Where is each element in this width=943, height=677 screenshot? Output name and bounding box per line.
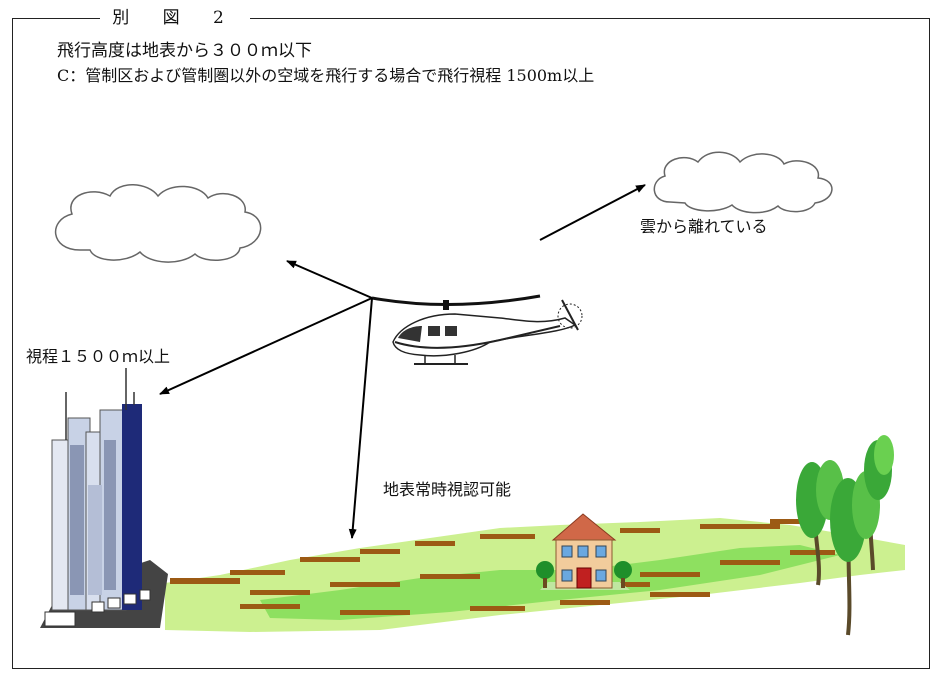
figure-heading: 飛行高度は地表から３００ｍ以下 xyxy=(57,41,312,61)
arrow-to-left-cloud xyxy=(286,260,373,299)
trees xyxy=(796,435,894,636)
figure-subheading: C：管制区および管制圏以外の空域を飛行する場合で飛行視程 1500m以上 xyxy=(57,66,595,85)
arrows xyxy=(159,184,646,539)
left-cloud xyxy=(55,184,262,263)
house xyxy=(536,513,632,590)
right-cloud xyxy=(653,151,833,214)
arrow-to-ground xyxy=(348,297,373,539)
ground-visible-label: 地表常時視認可能 xyxy=(383,480,512,499)
figure-frame xyxy=(12,18,930,669)
arrow-to-building xyxy=(159,297,373,395)
cloud-clearance-label: 雲から離れている xyxy=(640,217,768,236)
ground-terrain xyxy=(165,518,905,632)
visibility-label: 視程１５００ｍ以上 xyxy=(26,347,171,366)
helicopter xyxy=(371,294,583,365)
arrow-to-right-cloud xyxy=(539,184,646,241)
building xyxy=(40,368,168,628)
figure-title: 別 図 2 xyxy=(100,5,250,31)
